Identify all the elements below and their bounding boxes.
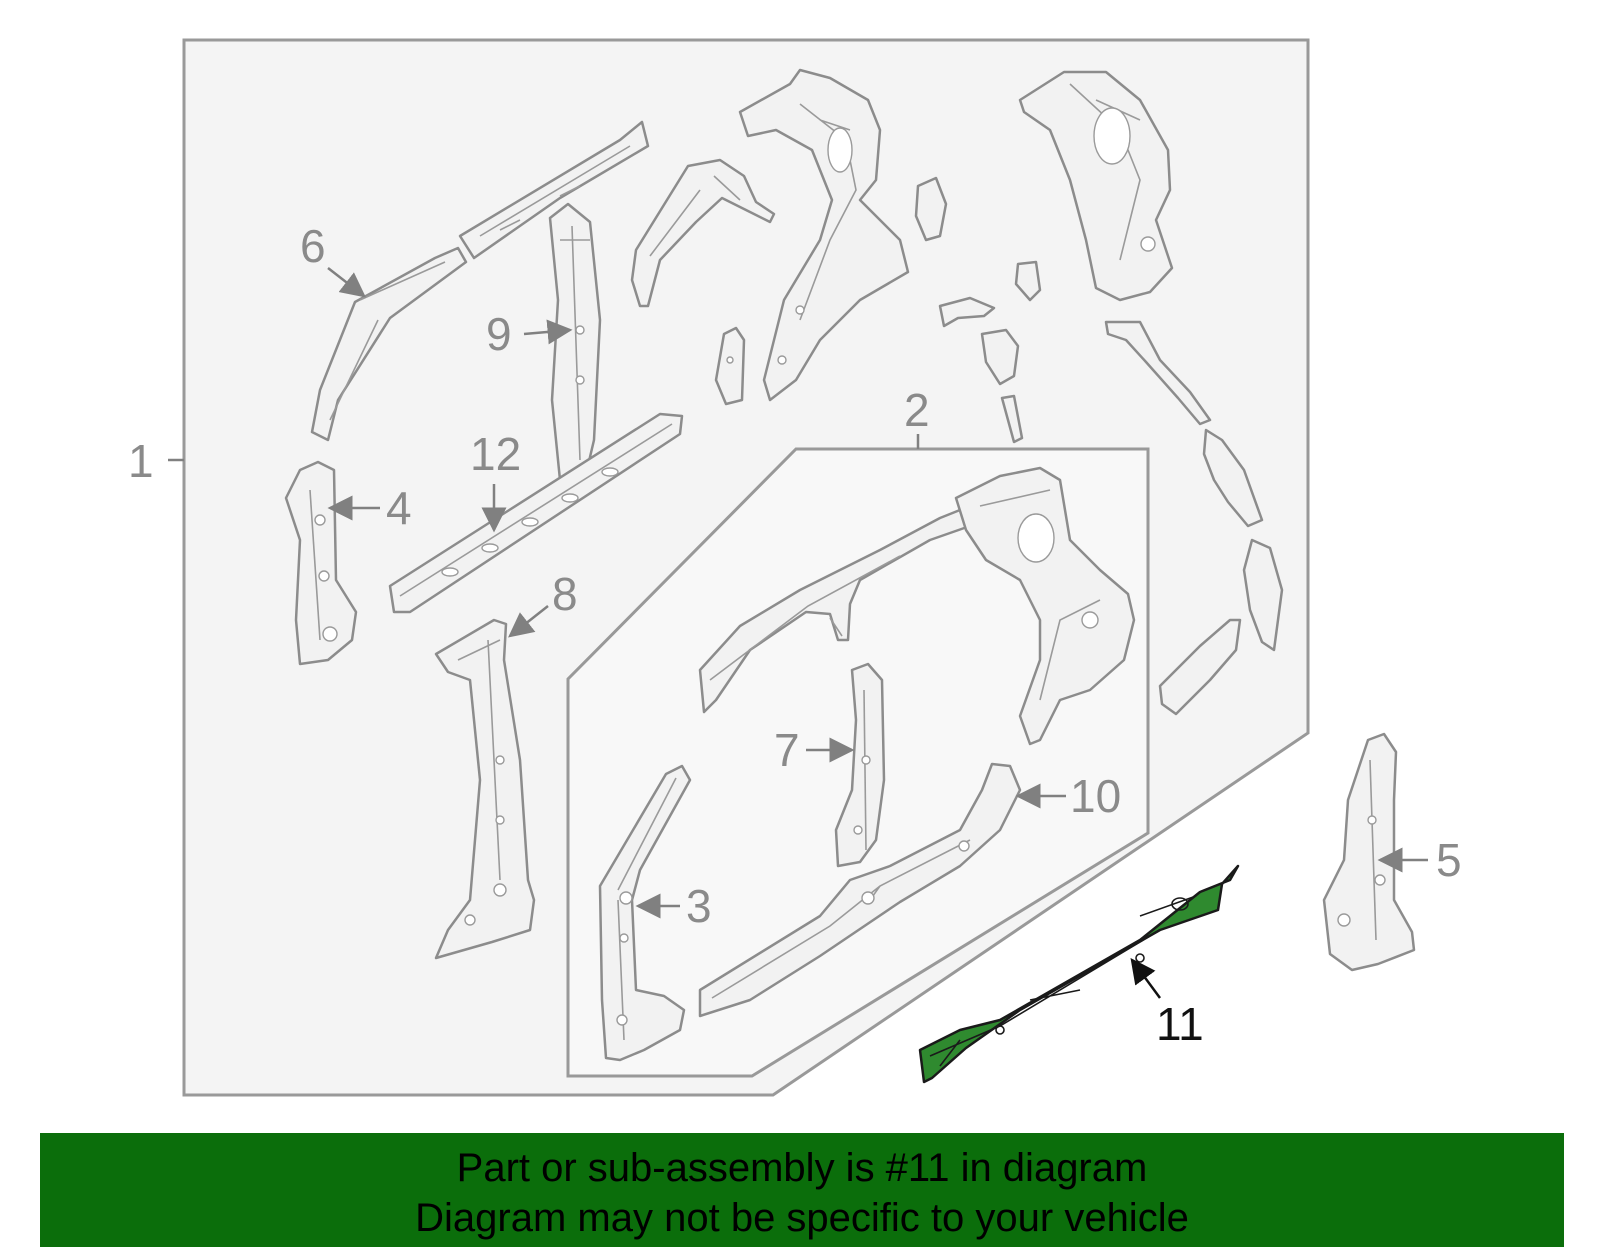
- callout-7: 7: [774, 724, 800, 776]
- callout-9: 9: [486, 308, 512, 360]
- part-5-shape: [1322, 732, 1416, 972]
- part-small-bracket-d: [938, 296, 996, 328]
- part-11-highlighted[interactable]: [918, 864, 1240, 1084]
- leader-11: [1130, 957, 1162, 999]
- callout-12: 12: [470, 428, 521, 480]
- callout-2: 2: [904, 384, 930, 436]
- part-rear-bracket-b: [1242, 538, 1284, 652]
- part-3-shape: [598, 764, 692, 1062]
- part-7-shape: [834, 662, 886, 868]
- part-small-bracket-f: [1000, 394, 1024, 444]
- part-small-bracket-a: [714, 326, 746, 406]
- part-rear-rail: [1104, 320, 1212, 426]
- banner-line-1: Part or sub-assembly is #11 in diagram: [456, 1146, 1148, 1190]
- callout-10: 10: [1070, 770, 1121, 822]
- callout-11: 11: [1156, 998, 1204, 1050]
- part-small-bracket-b: [914, 176, 948, 242]
- banner-line-2: Diagram may not be specific to your vehi…: [415, 1196, 1189, 1240]
- part-12-shape: [388, 412, 684, 614]
- callout-6: 6: [300, 220, 326, 272]
- callout-5: 5: [1436, 834, 1462, 886]
- part-front-bracket: [630, 158, 776, 308]
- part-rear-bracket-a: [1202, 428, 1264, 528]
- part-rear-bracket-c: [1158, 618, 1242, 716]
- part-4-shape: [284, 460, 358, 666]
- part-8-shape: [434, 618, 536, 960]
- callout-4: 4: [386, 482, 412, 534]
- callout-8: 8: [552, 568, 578, 620]
- leader-8: [508, 605, 549, 638]
- part-6-shape: [310, 246, 468, 442]
- part-quarter-outer: [954, 466, 1136, 746]
- part-small-bracket-e: [980, 328, 1020, 386]
- part-small-bracket-c: [1014, 260, 1042, 302]
- leader-6: [327, 267, 366, 298]
- part-roof-rail-outer: [698, 508, 972, 714]
- callout-3: 3: [686, 880, 712, 932]
- part-roof-rail-upper: [458, 120, 650, 260]
- part-10-shape: [698, 762, 1022, 1018]
- callout-1: 1: [128, 435, 154, 487]
- info-banner: Part or sub-assembly is #11 in diagram D…: [40, 1133, 1564, 1247]
- leader-9: [523, 319, 573, 345]
- part-9-shape: [548, 202, 602, 482]
- part-quarter-inner-front: [738, 68, 910, 402]
- part-quarter-inner-rear: [1018, 70, 1174, 302]
